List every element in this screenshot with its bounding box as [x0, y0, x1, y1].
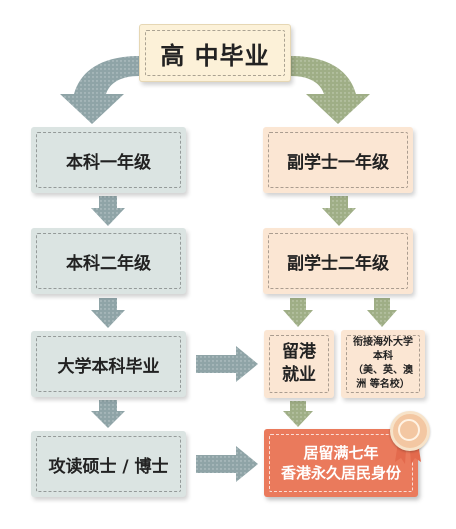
award-rosette-icon	[390, 411, 430, 451]
node-stay-employment: 留港 就业	[264, 330, 334, 398]
down-arrow-b3-b4	[91, 400, 125, 428]
node-bachelor-year1: 本科一年级	[31, 127, 186, 193]
node-bachelor-graduation: 大学本科毕业	[31, 331, 186, 397]
down-arrow-a2-bridge	[367, 298, 397, 327]
curved-arrow-left	[60, 56, 139, 124]
node-bachelor-year2: 本科二年级	[31, 228, 186, 294]
right-arrow-postgrad-residency	[196, 446, 258, 482]
down-arrow-b2-b3	[91, 298, 125, 328]
down-arrow-a1-a2	[322, 196, 356, 226]
node-bridge-overseas-university: 衔接海外大学 本科 （美、英、澳 洲 等名校）	[341, 330, 425, 398]
down-arrow-a2-stay	[283, 298, 313, 327]
node-high-school-graduation: 高 中毕业	[139, 24, 291, 82]
node-postgraduate-study: 攻读硕士 / 博士	[31, 431, 186, 497]
curved-arrow-right	[291, 56, 370, 124]
node-associate-year2: 副学士二年级	[263, 228, 413, 294]
down-arrow-b1-b2	[91, 196, 125, 226]
down-arrow-stay-residency	[283, 401, 313, 427]
node-associate-year1: 副学士一年级	[263, 127, 413, 193]
right-arrow-grad-stay	[196, 346, 258, 382]
